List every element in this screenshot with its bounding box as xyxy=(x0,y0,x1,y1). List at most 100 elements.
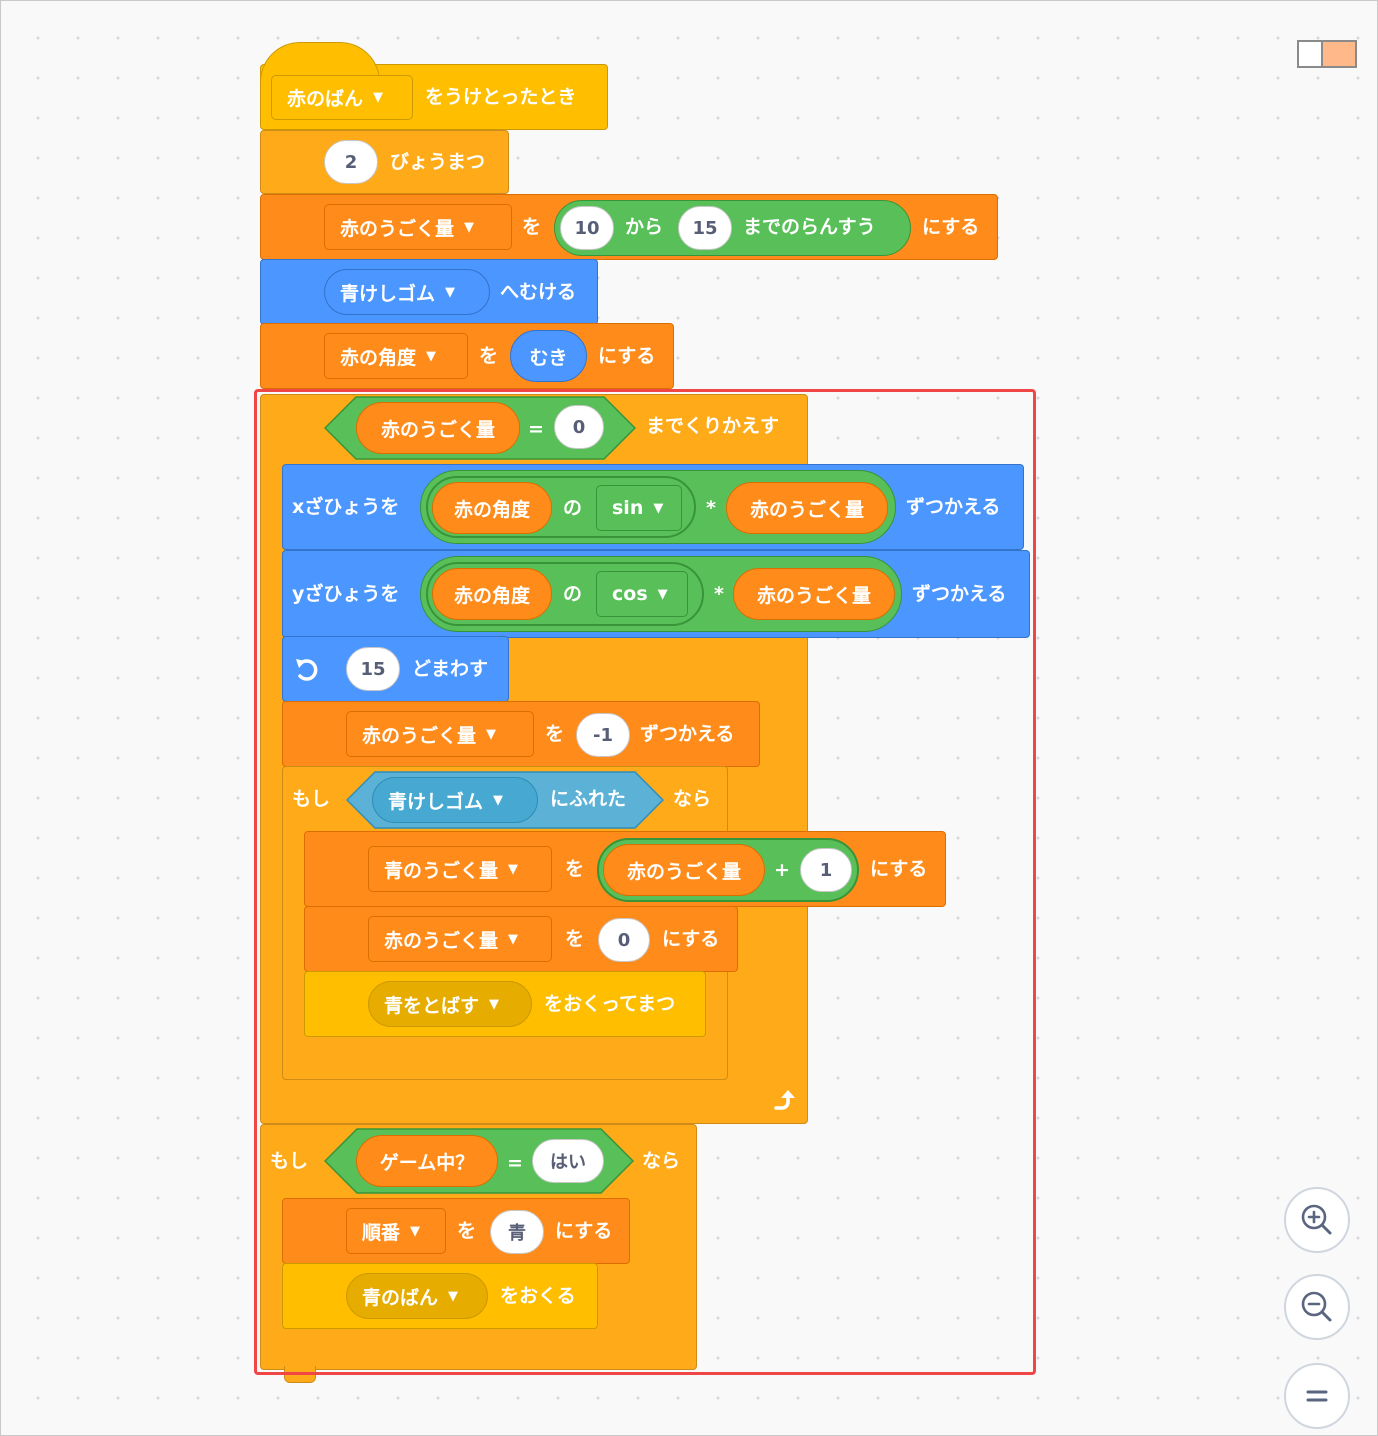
suru-label: にする xyxy=(662,928,720,950)
angle-reporter-x[interactable]: 赤の角度 xyxy=(432,482,552,534)
moshi-label: もし xyxy=(292,788,331,810)
dropdown-arrow-icon: ▼ xyxy=(489,996,500,1012)
repeat-variable-reporter[interactable]: 赤のうごく量 xyxy=(356,402,520,454)
variable-name: 青のうごく量 xyxy=(384,859,499,882)
variable-name: 赤のうごく量 xyxy=(362,724,477,747)
broadcast-label: をおくる xyxy=(500,1285,576,1307)
change-y-suffix: ずつかえる xyxy=(912,583,1007,605)
broadcast-dropdown[interactable]: 青のばん ▼ xyxy=(346,1273,488,1319)
point-towards-label: へむける xyxy=(500,281,577,303)
change-variable-dropdown[interactable]: 赤のうごく量 ▼ xyxy=(346,711,534,757)
amount-reporter-x[interactable]: 赤のうごく量 xyxy=(726,482,888,534)
add-left-reporter[interactable]: 赤のうごく量 xyxy=(603,844,765,896)
dropdown-arrow-icon: ▼ xyxy=(448,1288,459,1304)
zoom-out-button[interactable] xyxy=(1284,1274,1350,1340)
repeat-label: までくりかえす xyxy=(646,415,780,437)
set-blue-variable-dropdown[interactable]: 青のうごく量▼ xyxy=(368,846,552,892)
wait-seconds-input[interactable]: 2 xyxy=(324,140,378,184)
sin-dropdown[interactable]: sin ▼ xyxy=(596,485,682,531)
change-x-suffix: ずつかえる xyxy=(906,496,1001,518)
wo-label: を xyxy=(457,1220,477,1242)
equals-sign: = xyxy=(528,418,544,440)
rotate-left-icon xyxy=(292,655,322,685)
message-name: 青のばん xyxy=(362,1286,439,1309)
dropdown-arrow-icon: ▼ xyxy=(508,931,519,947)
nara-label: なら xyxy=(642,1150,681,1172)
loop-arrow-icon xyxy=(770,1088,798,1114)
target-name: 青けしゴム xyxy=(340,282,436,305)
large-stage-option[interactable] xyxy=(1323,42,1355,66)
multiply-sign: * xyxy=(714,583,724,605)
wo-label: を xyxy=(545,723,565,745)
change-variable-suffix: ずつかえる xyxy=(640,723,735,745)
wo-label: を xyxy=(479,345,499,367)
suru-label: にする xyxy=(870,858,928,880)
set-red-value-input[interactable]: 0 xyxy=(598,918,650,962)
function-name: sin xyxy=(612,497,644,519)
dropdown-arrow-icon: ▼ xyxy=(653,500,664,516)
plus-sign: + xyxy=(774,859,790,881)
variable-name: 赤の角度 xyxy=(340,346,417,369)
touching-object-dropdown[interactable]: 青けしゴム▼ xyxy=(372,777,538,823)
no-label: の xyxy=(563,497,583,519)
dropdown-arrow-icon: ▼ xyxy=(410,1223,421,1239)
equals-sign: = xyxy=(507,1152,523,1174)
random-label: までのらんすう xyxy=(743,216,876,238)
suru-label: にする xyxy=(598,345,656,367)
variable-name: 赤のうごく量 xyxy=(384,929,499,952)
wait-label: びょうまつ xyxy=(390,151,486,173)
small-stage-option[interactable] xyxy=(1299,42,1323,66)
game-variable-reporter[interactable]: ゲーム中？ xyxy=(356,1135,498,1187)
direction-reporter[interactable]: むき xyxy=(510,330,587,382)
moshi-label: もし xyxy=(270,1150,309,1172)
stage-size-toggle[interactable] xyxy=(1297,40,1357,68)
set-order-value-input[interactable]: 青 xyxy=(490,1210,544,1254)
hat-label: をうけとったとき xyxy=(425,86,577,108)
angle-reporter-y[interactable]: 赤の角度 xyxy=(432,568,552,620)
message-name: 青をとばす xyxy=(384,994,480,1017)
game-value-input[interactable]: はい xyxy=(532,1139,604,1183)
function-name: cos xyxy=(612,583,648,605)
wait-block[interactable] xyxy=(260,130,509,194)
kara-label: から xyxy=(625,216,664,238)
add-right-input[interactable]: 1 xyxy=(800,848,852,892)
suru-label: にする xyxy=(555,1220,613,1242)
dropdown-arrow-icon: ▼ xyxy=(426,348,437,364)
amount-reporter-y[interactable]: 赤のうごく量 xyxy=(733,568,895,620)
variable-name: 順番 xyxy=(362,1221,401,1244)
nara-label: なら xyxy=(673,788,712,810)
set-red-variable-dropdown[interactable]: 赤のうごく量 ▼ xyxy=(368,916,552,962)
multiply-sign: * xyxy=(706,497,716,519)
message-dropdown[interactable]: 赤のばん▼ xyxy=(271,75,413,120)
turn-label: どまわす xyxy=(412,658,489,680)
broadcast-wait-label: をおくってまつ xyxy=(544,993,676,1015)
random-to-input[interactable]: 15 xyxy=(678,206,732,250)
no-label: の xyxy=(563,583,583,605)
set-random-variable-dropdown[interactable]: 赤のうごく量 ▼ xyxy=(324,204,512,250)
dropdown-arrow-icon: ▼ xyxy=(657,586,668,602)
zoom-in-button[interactable] xyxy=(1284,1187,1350,1253)
wo-label: を xyxy=(565,858,585,880)
repeat-value-input[interactable]: 0 xyxy=(554,405,604,449)
zoom-in-icon xyxy=(1301,1204,1332,1235)
zoom-reset-button[interactable] xyxy=(1284,1363,1350,1429)
target-name: 青けしゴム xyxy=(388,790,484,813)
broadcast-wait-dropdown[interactable]: 青をとばす ▼ xyxy=(368,981,532,1027)
point-towards-dropdown[interactable]: 青けしゴム ▼ xyxy=(324,269,490,315)
variable-name: 赤のうごく量 xyxy=(340,217,455,240)
message-dropdown-label: 赤のばん xyxy=(287,88,364,110)
wo-label: を xyxy=(522,216,542,238)
change-y-label: yざひょうを xyxy=(292,583,400,605)
touching-label: にふれた xyxy=(550,788,627,810)
set-angle-variable-dropdown[interactable]: 赤の角度 ▼ xyxy=(324,333,468,379)
change-x-label: xざひょうを xyxy=(292,496,400,518)
random-from-input[interactable]: 10 xyxy=(560,206,614,250)
change-amount-input[interactable]: -1 xyxy=(576,713,630,757)
dropdown-arrow-icon: ▼ xyxy=(464,219,475,235)
set-order-variable-dropdown[interactable]: 順番 ▼ xyxy=(346,1208,446,1254)
turn-degrees-input[interactable]: 15 xyxy=(346,647,400,691)
cos-dropdown[interactable]: cos ▼ xyxy=(596,571,688,617)
dropdown-arrow-icon: ▼ xyxy=(445,284,456,300)
wo-label: を xyxy=(565,928,585,950)
dropdown-arrow-icon: ▼ xyxy=(486,726,497,742)
